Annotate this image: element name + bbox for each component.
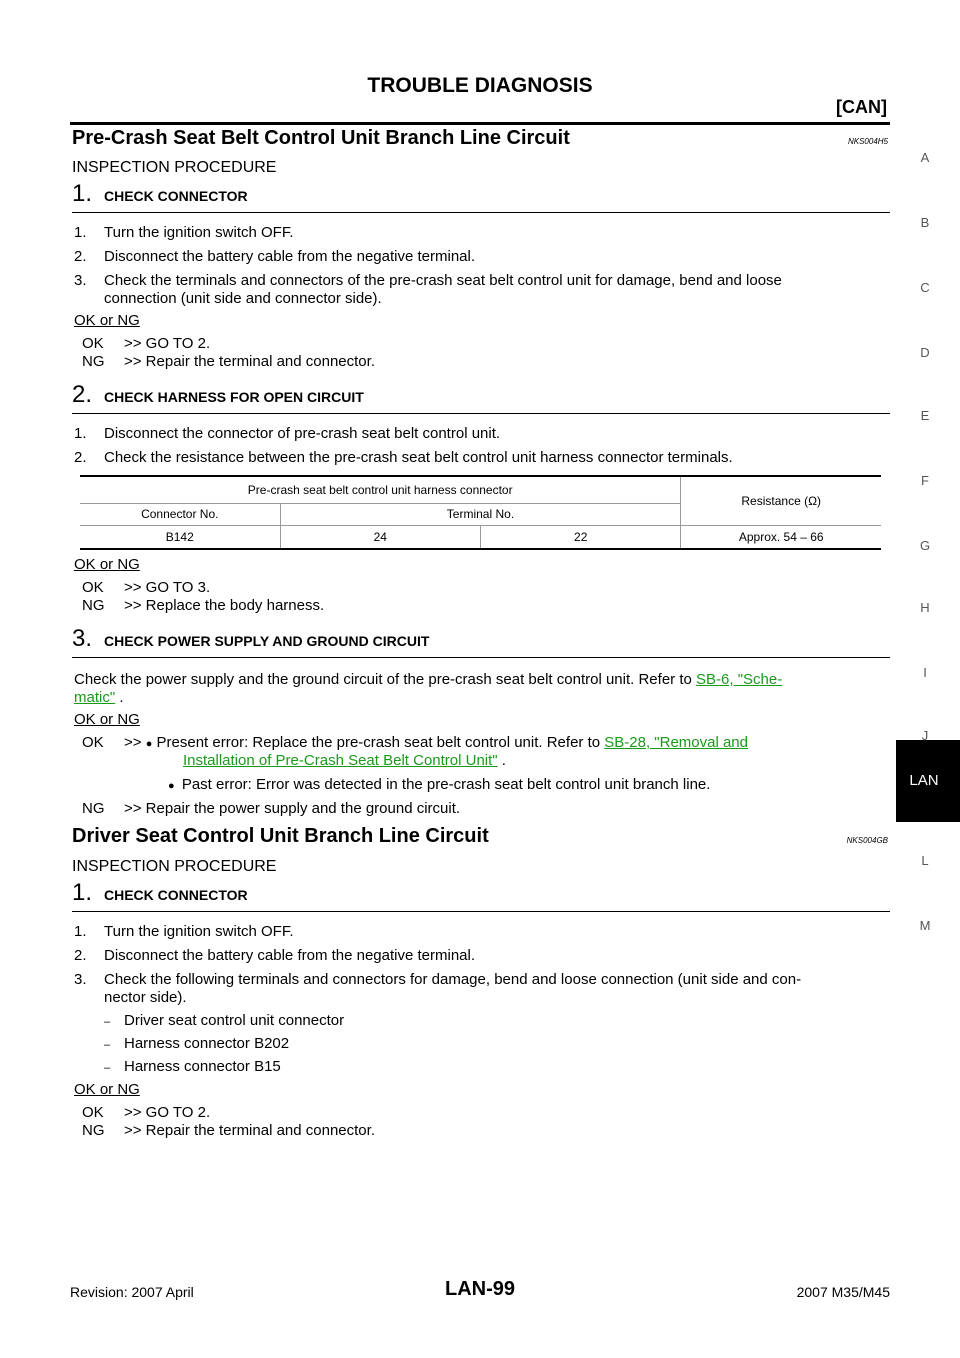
side-index-g[interactable]: G <box>919 538 931 553</box>
step-number: 1. <box>72 180 93 207</box>
list-item: –Driver seat control unit connector <box>104 1012 345 1029</box>
table-header-terminal: Terminal No. <box>280 503 682 526</box>
side-index-c[interactable]: C <box>920 280 930 295</box>
procedure-label: INSPECTION PROCEDURE <box>72 159 277 176</box>
bullet-icon: ● <box>145 738 153 750</box>
step-header-1: 1. CHECK CONNECTOR <box>72 879 890 912</box>
table-header-group: Pre-crash seat belt control unit harness… <box>80 476 682 504</box>
table-header-connector: Connector No. <box>80 503 281 526</box>
list-item: 1.Turn the ignition switch OFF. <box>74 224 294 241</box>
list-item: –Harness connector B202 <box>104 1035 290 1052</box>
footer-page-number: LAN-99 <box>444 1278 515 1300</box>
result-ng: NG>> Repair the power supply and the gro… <box>82 800 461 817</box>
step-header-2: 2. CHECK HARNESS FOR OPEN CIRCUIT <box>72 381 890 414</box>
step-number: 2. <box>72 381 93 408</box>
list-item: 2.Disconnect the battery cable from the … <box>74 248 476 265</box>
ok-or-ng-label: OK or NG <box>74 1081 140 1098</box>
link-sb-28-removal[interactable]: SB-28, "Removal and <box>604 734 748 751</box>
list-item-continued: connection (unit side and connector side… <box>104 290 382 307</box>
table-cell: 24 <box>280 525 481 549</box>
section-code: NKS004GB <box>846 836 888 845</box>
step-number: 1. <box>72 879 93 906</box>
ok-or-ng-label: OK or NG <box>74 711 140 728</box>
ok-or-ng-label: OK or NG <box>74 312 140 329</box>
step-title: CHECK HARNESS FOR OPEN CIRCUIT <box>104 389 364 405</box>
result-ok: OK>> GO TO 3. <box>82 579 211 596</box>
list-item: 2.Disconnect the battery cable from the … <box>74 947 476 964</box>
side-index-d[interactable]: D <box>920 345 930 360</box>
side-index-h[interactable]: H <box>920 600 930 615</box>
table-header-resistance: Resistance (Ω) <box>680 476 881 526</box>
footer-revision: Revision: 2007 April <box>70 1284 194 1300</box>
footer-model: 2007 M35/M45 <box>796 1284 890 1300</box>
section-title-pre-crash: Pre-Crash Seat Belt Control Unit Branch … <box>72 127 570 149</box>
link-sb-6-schematic-cont[interactable]: matic" <box>74 689 116 706</box>
step-title: CHECK CONNECTOR <box>104 188 248 204</box>
bullet-icon: ● <box>168 780 175 792</box>
list-item: 1.Disconnect the connector of pre-crash … <box>74 425 501 442</box>
procedure-label: INSPECTION PROCEDURE <box>72 858 277 875</box>
link-sb-28-removal-cont[interactable]: Installation of Pre-Crash Seat Belt Cont… <box>183 752 498 769</box>
list-item: 1.Turn the ignition switch OFF. <box>74 923 294 940</box>
list-item-continued: nector side). <box>104 989 187 1006</box>
resistance-table: Pre-crash seat belt control unit harness… <box>80 475 881 550</box>
step-header-1: 1. CHECK CONNECTOR <box>72 180 890 213</box>
list-item: 3.Check the following terminals and conn… <box>74 971 802 988</box>
result-ok: OK>> ● Present error: Replace the pre-cr… <box>82 734 748 751</box>
header-rule <box>70 122 890 125</box>
side-index-m[interactable]: M <box>919 918 931 933</box>
table-cell: 22 <box>480 525 682 549</box>
result-ng: NG>> Repair the terminal and connector. <box>82 1122 375 1139</box>
section-title-driver-seat: Driver Seat Control Unit Branch Line Cir… <box>72 825 489 847</box>
result-ng: NG>> Replace the body harness. <box>82 597 325 614</box>
page-header-title: TROUBLE DIAGNOSIS <box>367 74 593 97</box>
list-item: 3.Check the terminals and connectors of … <box>74 272 782 289</box>
result-ok-bullet-2: ● Past error: Error was detected in the … <box>168 776 711 793</box>
result-ok-continued: Installation of Pre-Crash Seat Belt Cont… <box>183 752 506 769</box>
list-item: –Harness connector B15 <box>104 1058 281 1075</box>
step-title: CHECK CONNECTOR <box>104 887 248 903</box>
list-item: 2.Check the resistance between the pre-c… <box>74 449 733 466</box>
step-header-3: 3. CHECK POWER SUPPLY AND GROUND CIRCUIT <box>72 625 890 658</box>
section-code: NKS004H5 <box>847 137 888 146</box>
side-index-l[interactable]: L <box>921 853 929 868</box>
result-ng: NG>> Repair the terminal and connector. <box>82 353 375 370</box>
side-index-j[interactable]: J <box>921 728 929 743</box>
page-header-subtitle: [CAN] <box>836 97 887 117</box>
result-ok: OK>> GO TO 2. <box>82 335 211 352</box>
step-title: CHECK POWER SUPPLY AND GROUND CIRCUIT <box>104 633 430 649</box>
link-sb-6-schematic[interactable]: SB-6, "Sche- <box>696 671 783 688</box>
side-index-f[interactable]: F <box>921 473 929 488</box>
table-cell: B142 <box>80 525 281 549</box>
side-index-lan-active[interactable]: LAN <box>896 740 960 822</box>
table-cell: Approx. 54 – 66 <box>738 529 824 544</box>
paragraph: Check the power supply and the ground ci… <box>74 671 783 688</box>
side-index-i[interactable]: I <box>923 665 927 680</box>
ok-or-ng-label: OK or NG <box>74 556 140 573</box>
result-ok: OK>> GO TO 2. <box>82 1104 211 1121</box>
side-index-e[interactable]: E <box>920 408 930 423</box>
side-index-a[interactable]: A <box>920 150 930 165</box>
paragraph-continued: matic" . <box>74 689 124 706</box>
side-index-b[interactable]: B <box>920 215 930 230</box>
step-number: 3. <box>72 625 93 652</box>
